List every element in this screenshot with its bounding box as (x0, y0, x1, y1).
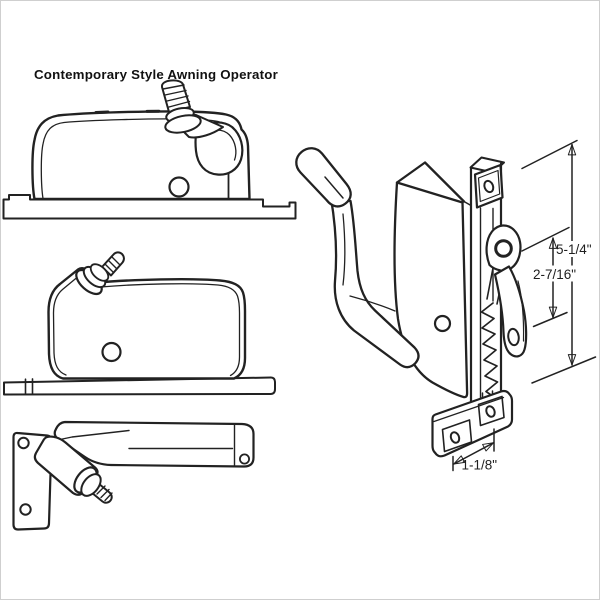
latch-arm-inner-line (517, 280, 525, 342)
threaded-spindle (160, 79, 224, 139)
mounting-rail (469, 156, 505, 416)
body-screw-hole (433, 314, 452, 333)
threaded-spindle (73, 466, 113, 504)
housing-inner-line (52, 274, 81, 376)
arm-screw-hole (238, 453, 250, 465)
pivot-linkage (485, 224, 528, 358)
sill-foot (431, 389, 514, 458)
housing-top-edge-marks (94, 109, 161, 114)
dimension-label-mid-height: 2-7/16" (533, 267, 576, 282)
body-to-rail-line (463, 200, 472, 207)
crank-arm (329, 196, 420, 369)
lift-rack-teeth (480, 302, 499, 398)
base-plate (3, 376, 276, 396)
dimension-overall-height: 5-1/4" (521, 139, 599, 384)
latch-arm-hole (507, 327, 520, 347)
spindle-washer (164, 114, 202, 134)
bracket-screw-hole (19, 503, 32, 516)
housing-inner-line (100, 283, 241, 377)
foot-screw-hole (485, 405, 496, 418)
extension-line (521, 139, 578, 170)
spindle-washer (89, 263, 110, 282)
crank-arm-inner-line (342, 213, 346, 286)
dimension-label-base-width: 1-1/8" (462, 458, 498, 473)
foot-panel (441, 419, 473, 453)
operator-housing (47, 267, 247, 380)
operator-side-view-b (3, 251, 276, 396)
knob-ferrule-line (324, 176, 344, 199)
housing-screw-hole (168, 176, 190, 198)
pivot-ring (494, 239, 513, 258)
thread-ridges (104, 256, 121, 273)
operator-body (393, 161, 472, 399)
threaded-spindle (75, 251, 125, 296)
base-plate-end-ticks (24, 378, 34, 396)
operator-installed-view (295, 147, 528, 458)
extension-line (532, 311, 568, 328)
threaded-stud (101, 251, 125, 277)
base-plate (2, 194, 297, 220)
housing-screw-hole (101, 341, 122, 363)
operator-side-view-a (2, 79, 297, 220)
crank-arm-inner-line (349, 295, 396, 312)
extension-line (521, 226, 570, 252)
page-title: Contemporary Style Awning Operator (34, 67, 278, 82)
thread-ridges (162, 84, 191, 108)
foot-panel (477, 395, 505, 427)
rail-screw-hole (483, 179, 495, 194)
dimension-line (453, 442, 495, 465)
operator-bottom-view (12, 420, 255, 531)
crank-handle (295, 147, 420, 369)
dimension-base-width: 1-1/8" (452, 428, 498, 473)
dimension-annotations: 5-1/4" 2-7/16" 1-1/8" (452, 139, 599, 473)
screw-plate-inner-line (477, 169, 501, 203)
spindle-washer (80, 473, 102, 497)
body-top-ridge (395, 161, 466, 203)
bracket-screw-hole (17, 436, 30, 450)
dimension-label-overall-height: 5-1/4" (556, 242, 592, 257)
dimension-mid-height: 2-7/16" (521, 226, 589, 328)
thread-ridges (96, 485, 113, 502)
foot-top-inner-line (433, 396, 505, 423)
extension-line (531, 356, 597, 384)
